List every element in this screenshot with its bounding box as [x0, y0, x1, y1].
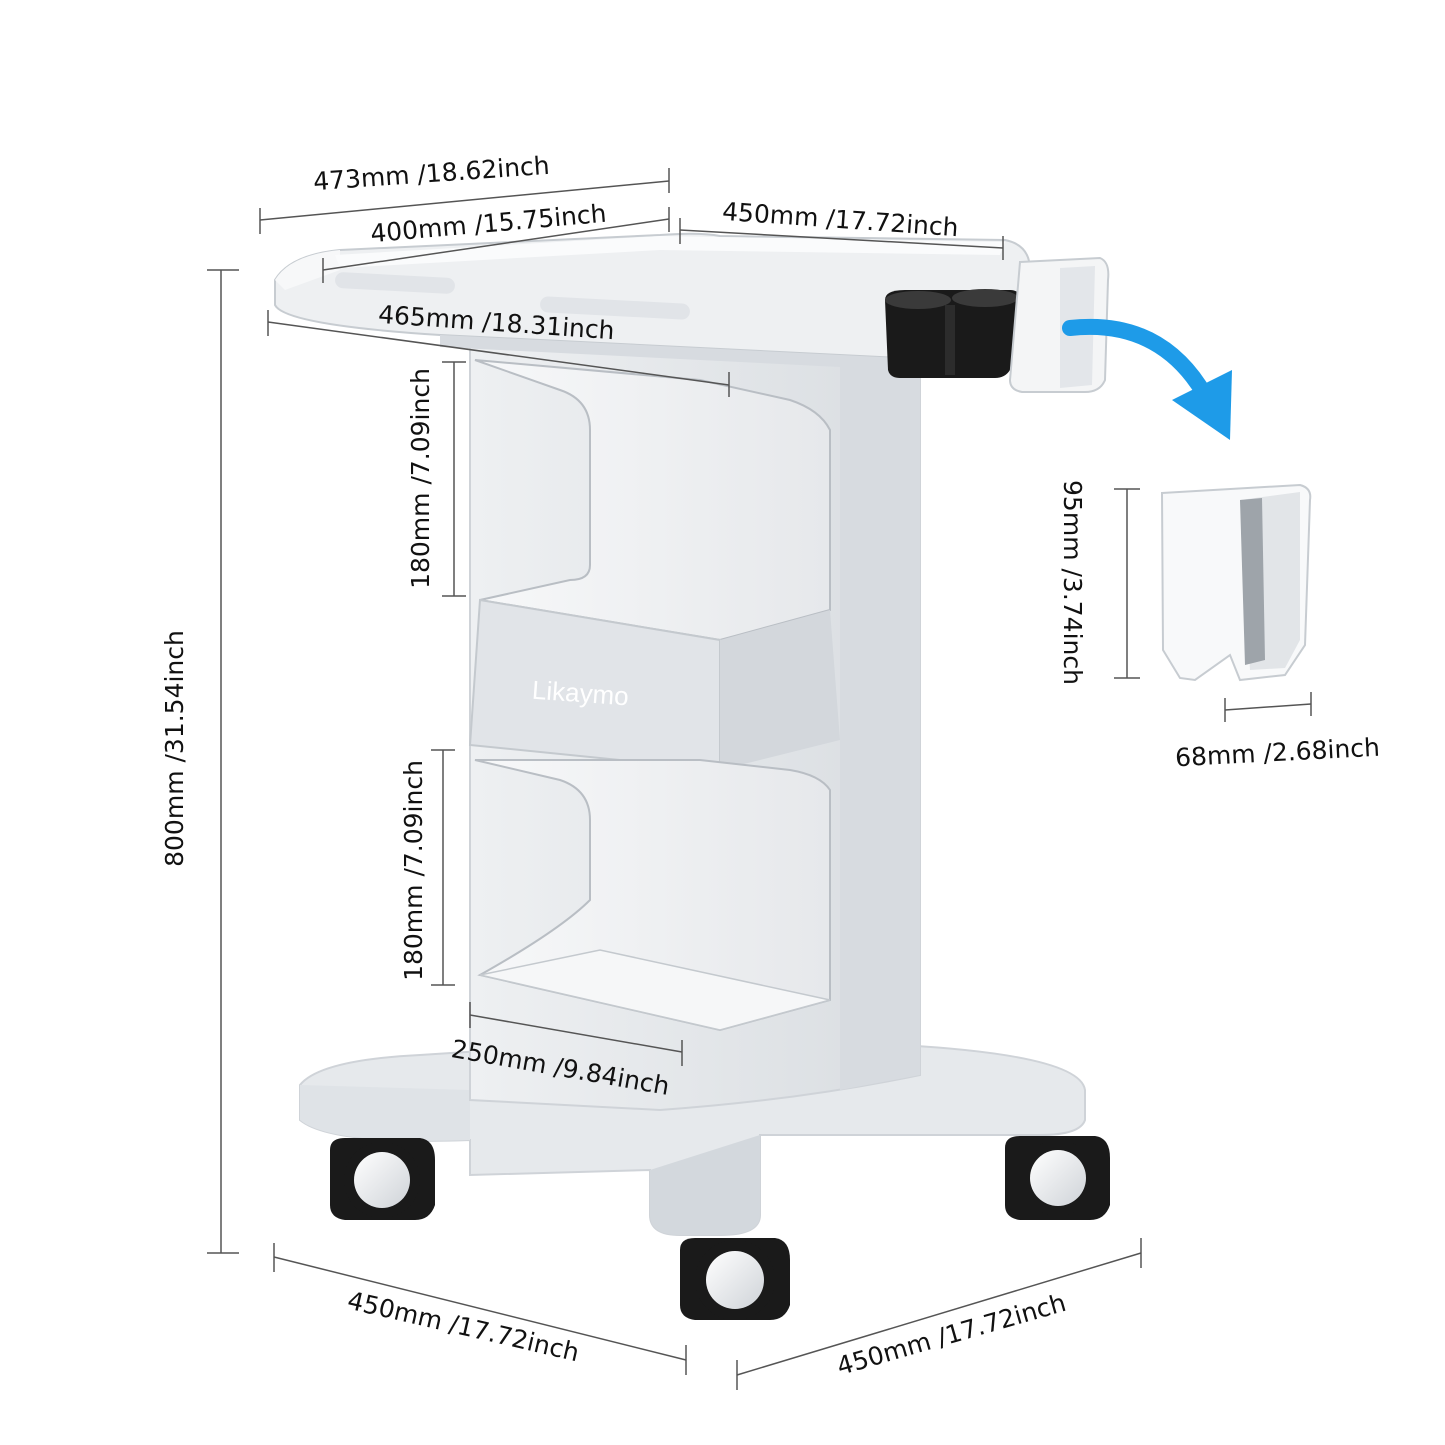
- blue-arrow: [1062, 318, 1232, 440]
- dim-line-shelf-width: [469, 1002, 683, 1066]
- dim-line-base-width: [273, 1243, 687, 1375]
- dim-line-total-height: [207, 269, 239, 1254]
- dim-line-tray-inner: [322, 207, 670, 283]
- dim-line-tray-front: [267, 310, 730, 397]
- wheel-front-center: [680, 1238, 790, 1320]
- detached-holder: [1160, 483, 1312, 682]
- dim-line-lower-shelf: [431, 749, 455, 986]
- top-tray: [274, 232, 1032, 372]
- cup-holders: [885, 289, 1020, 378]
- wheel-right: [1005, 1136, 1110, 1220]
- dim-line-upper-shelf: [442, 361, 466, 597]
- dim-line-base-depth: [736, 1238, 1142, 1390]
- lower-shelf: [474, 759, 831, 1032]
- dimension-lines: [207, 168, 1312, 1390]
- dim-line-top-width: [259, 168, 670, 234]
- dim-line-tray-depth: [679, 218, 1004, 260]
- label-holder-height: 95mm /3.74inch: [1057, 480, 1087, 685]
- label-lower-shelf-height: 180mm /7.09inch: [398, 760, 428, 981]
- dim-line-holder-width: [1224, 692, 1312, 722]
- label-total-height: 800mm /31.54inch: [159, 630, 189, 867]
- dim-line-holder-height: [1114, 488, 1140, 679]
- brand-logo: Likaymo: [531, 674, 630, 712]
- label-upper-shelf-height: 180mm /7.09inch: [405, 368, 435, 589]
- upper-shelf: [468, 359, 840, 772]
- wheel-front-left: [330, 1138, 435, 1220]
